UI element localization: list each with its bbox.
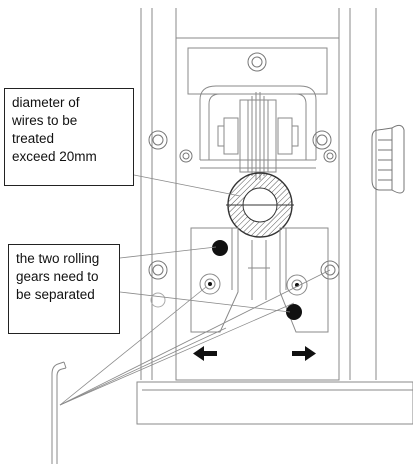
rolling-gear-left bbox=[190, 227, 239, 333]
right-arrow-icon bbox=[292, 346, 316, 361]
gears-line-2: gears need to bbox=[16, 269, 99, 284]
left-arrow-icon bbox=[193, 346, 217, 361]
leader-lines bbox=[59, 174, 331, 406]
gears-callout: the two rolling gears need to be separat… bbox=[8, 244, 120, 334]
top-bolt bbox=[247, 52, 267, 72]
bearing-housing bbox=[199, 85, 317, 180]
gears-line-1: the two rolling bbox=[16, 251, 100, 266]
diameter-line-3: treated bbox=[12, 131, 55, 146]
side-bolts bbox=[148, 130, 340, 308]
hex-key-icon bbox=[51, 361, 67, 464]
gears-line-3: be separated bbox=[16, 287, 95, 302]
diameter-line-1: diameter of bbox=[12, 95, 80, 110]
adjust-knob bbox=[371, 124, 405, 194]
wire-cross-section bbox=[226, 172, 294, 238]
gear-gap bbox=[248, 240, 270, 300]
base-plate bbox=[136, 381, 413, 425]
rolling-gear-right bbox=[279, 227, 329, 333]
diameter-line-4: exceed 20mm bbox=[12, 149, 97, 164]
frame-posts bbox=[140, 8, 377, 381]
diameter-line-2: wires to be bbox=[12, 113, 78, 128]
diameter-callout: diameter of wires to be treated exceed 2… bbox=[4, 88, 134, 186]
marker-dots bbox=[208, 240, 302, 320]
